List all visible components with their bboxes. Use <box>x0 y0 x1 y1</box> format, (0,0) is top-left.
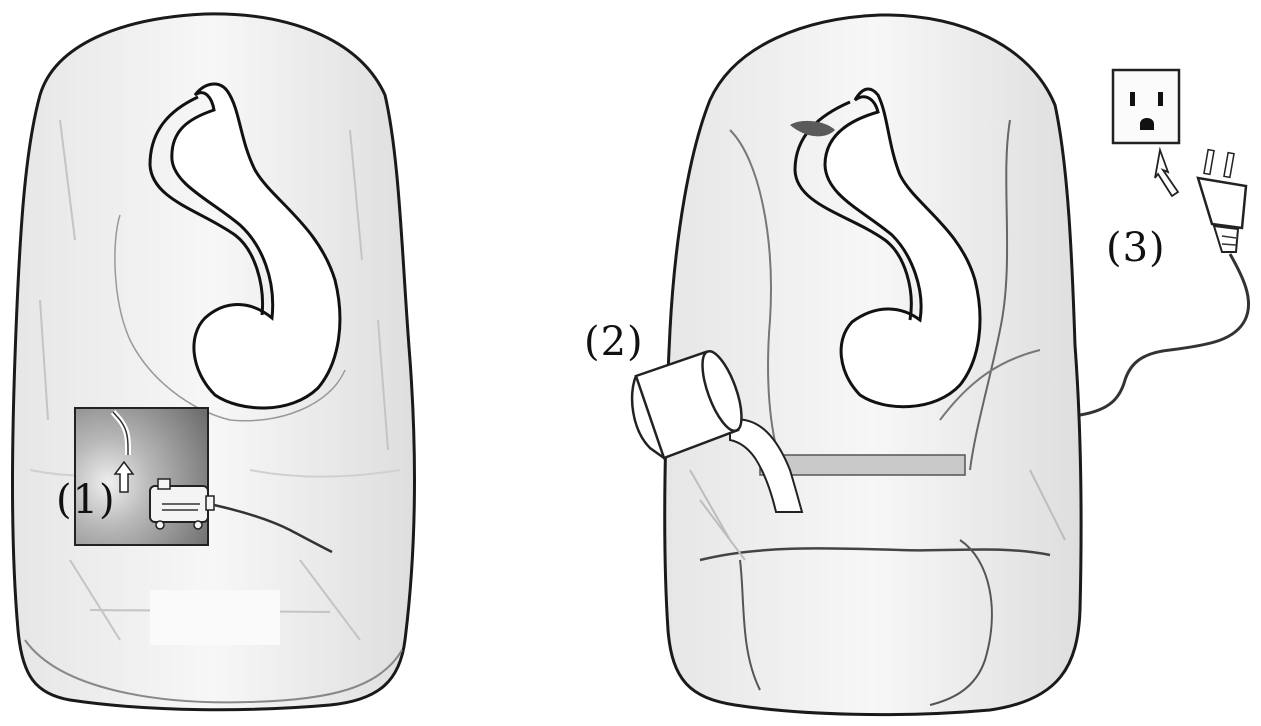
step-1-label: (1) <box>56 480 116 520</box>
power-plug-icon <box>1080 150 1249 415</box>
power-outlet-icon <box>1113 70 1179 143</box>
power-cord <box>1080 254 1249 415</box>
step-3-label: (3) <box>1106 228 1166 268</box>
up-arrow-icon <box>1155 150 1178 196</box>
fountain-back-view <box>13 14 415 710</box>
fountain-front-view <box>665 15 1081 715</box>
step-2-label: (2) <box>584 322 644 362</box>
water-pump-icon <box>150 479 214 529</box>
